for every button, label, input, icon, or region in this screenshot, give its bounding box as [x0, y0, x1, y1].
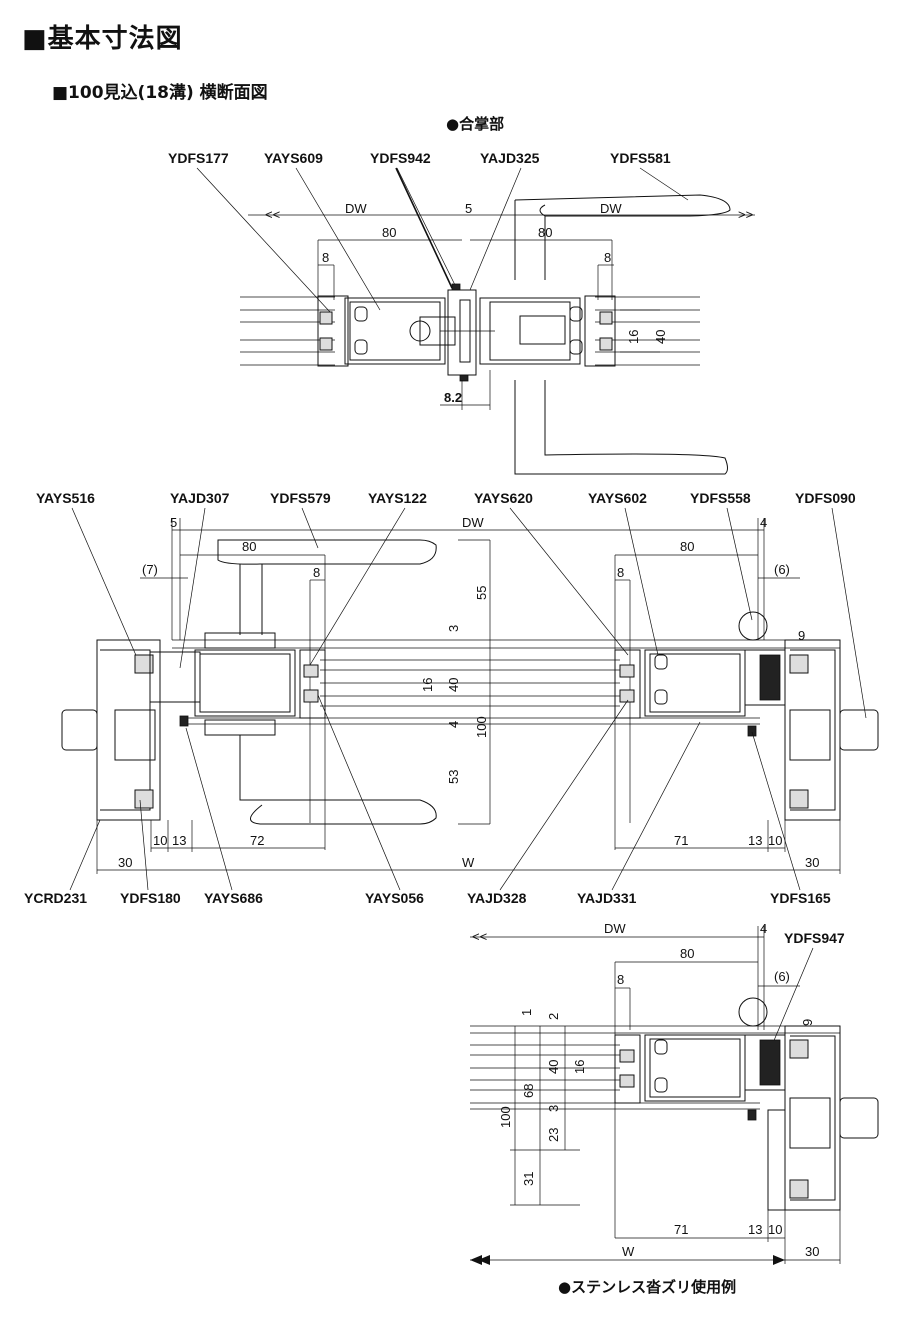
dim-label: 55: [474, 586, 489, 600]
meeting-section-title: ●合掌部: [446, 115, 505, 133]
dim-label: 16: [572, 1060, 587, 1074]
dim-label: (6): [774, 562, 790, 577]
dim-label: 80: [680, 946, 694, 961]
dim-label: DW: [604, 921, 626, 936]
stainless-section-title: ●ステンレス沓ズリ使用例: [558, 1278, 737, 1296]
part-label: YDFS579: [270, 490, 331, 506]
page-title: ■基本寸法図: [22, 24, 183, 54]
dim-label: 40: [446, 678, 461, 692]
part-label: YAYS609: [264, 150, 323, 166]
arrow-left-icon: <<: [472, 929, 487, 944]
dim-label: 10: [153, 833, 167, 848]
arrow-right-icon: >>: [738, 207, 753, 222]
dim-label: (7): [142, 562, 158, 577]
dim-label: 10: [768, 1222, 782, 1237]
arrow-left-icon: [470, 1255, 482, 1265]
dim-label: 13: [748, 1222, 762, 1237]
stainless-sill-diagram: YDFS947 << DW 4 80 8 (6) 9: [470, 921, 879, 1265]
part-label: YAYS602: [588, 490, 647, 506]
dim-label: 30: [118, 855, 132, 870]
dim-label: 13: [748, 833, 762, 848]
part-label: YDFS947: [784, 930, 845, 946]
dim-label: 1: [519, 1009, 534, 1016]
dim-label: 3: [446, 625, 461, 632]
dim-label: 53: [446, 770, 461, 784]
dim-label: DW: [462, 515, 484, 530]
dim-label: 4: [446, 721, 461, 728]
dim-label: 9: [800, 1019, 815, 1026]
part-label: YAYS122: [368, 490, 427, 506]
part-label: YDFS177: [168, 150, 229, 166]
part-label: YDFS558: [690, 490, 751, 506]
dim-label: 13: [172, 833, 186, 848]
dim-label: 16: [626, 330, 641, 344]
dim-label: 9: [798, 628, 805, 643]
dim-label: 8: [604, 250, 611, 265]
meeting-section-diagram: YDFS177 YAYS609 YDFS942 YAJD325 YDFS581 …: [168, 150, 755, 475]
dim-label: 23: [546, 1128, 561, 1142]
part-label: YDFS180: [120, 890, 181, 906]
part-label: YDFS942: [370, 150, 431, 166]
part-label: YAJD307: [170, 490, 230, 506]
part-label: YAYS686: [204, 890, 263, 906]
dim-label: 72: [250, 833, 264, 848]
part-label: YAYS516: [36, 490, 95, 506]
dim-label: 40: [653, 330, 668, 344]
dim-label: 4: [760, 515, 767, 530]
part-label: YAYS056: [365, 890, 424, 906]
dim-label: 8: [617, 972, 624, 987]
dim-label: 80: [242, 539, 256, 554]
part-label: YAJD328: [467, 890, 527, 906]
dim-label: (6): [774, 969, 790, 984]
dim-label: 30: [805, 1244, 819, 1259]
dim-label: 16: [420, 678, 435, 692]
dim-label: 8: [322, 250, 329, 265]
part-label: YDFS581: [610, 150, 671, 166]
dim-label: 100: [474, 716, 489, 738]
part-label: YDFS090: [795, 490, 856, 506]
dim-label: 3: [546, 1105, 561, 1112]
dim-label: 31: [521, 1172, 536, 1186]
dim-label: DW: [345, 201, 367, 216]
dim-label: 71: [674, 1222, 688, 1237]
dim-label: 80: [382, 225, 396, 240]
dim-label: 8: [617, 565, 624, 580]
dim-label: 5: [465, 201, 472, 216]
dim-label: 68: [521, 1084, 536, 1098]
part-label: YAJD325: [480, 150, 540, 166]
part-label: YAJD331: [577, 890, 637, 906]
dim-label: W: [462, 855, 475, 870]
full-section-diagram: YAYS516 YAJD307 YDFS579 YAYS122 YAYS620 …: [24, 490, 879, 906]
part-label: YDFS165: [770, 890, 831, 906]
dim-label: 100: [498, 1106, 513, 1128]
dim-label: 71: [674, 833, 688, 848]
dim-label: DW: [600, 201, 622, 216]
dim-label: 2: [546, 1013, 561, 1020]
dim-label: 80: [538, 225, 552, 240]
dim-label: 40: [546, 1060, 561, 1074]
arrow-left-icon: <<: [265, 207, 280, 222]
dim-label: 5: [170, 515, 177, 530]
dim-label: W: [622, 1244, 635, 1259]
section-subtitle: ■100見込(18溝) 横断面図: [52, 83, 268, 103]
part-label: YAYS620: [474, 490, 533, 506]
dim-label: 8.2: [444, 390, 462, 405]
dim-label: 80: [680, 539, 694, 554]
dim-label: 30: [805, 855, 819, 870]
part-label: YCRD231: [24, 890, 87, 906]
dim-label: 4: [760, 921, 767, 936]
arrow-right-icon: [773, 1255, 785, 1265]
dim-label: 8: [313, 565, 320, 580]
dim-label: 10: [768, 833, 782, 848]
